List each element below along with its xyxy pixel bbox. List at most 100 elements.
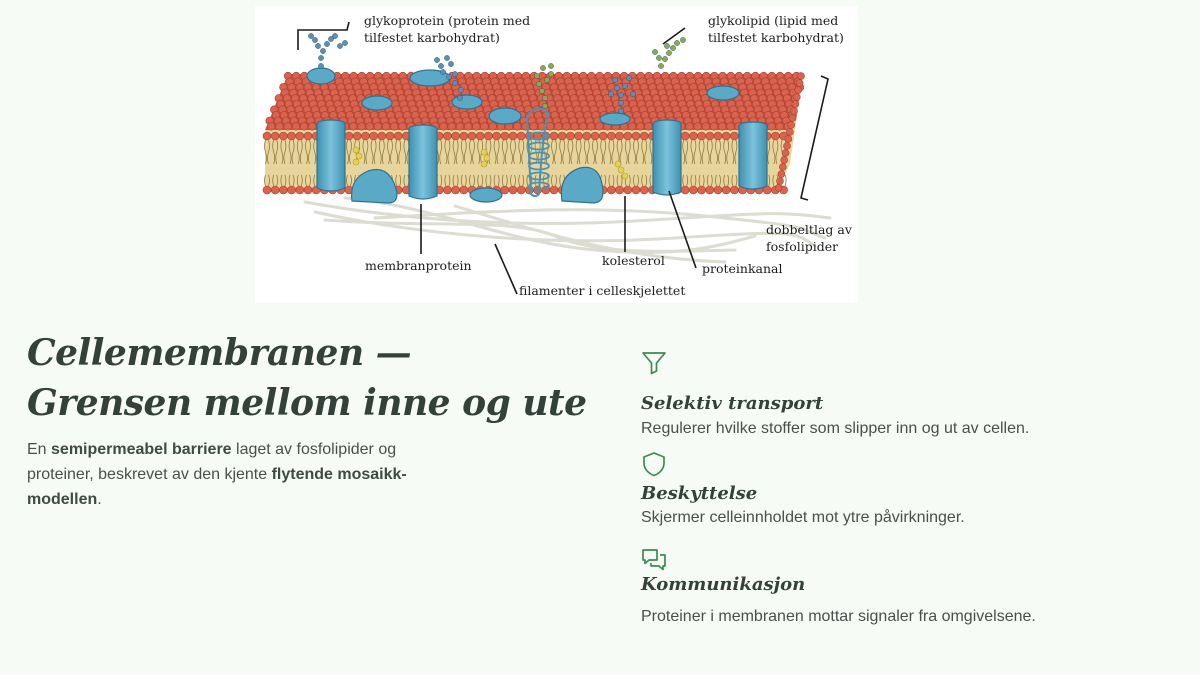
lipid-tail: [370, 139, 377, 187]
lipid-head: [570, 122, 579, 131]
lipid-head: [680, 131, 690, 141]
lipid-tail: [715, 139, 721, 187]
lipid-tail: [518, 139, 525, 187]
lipid-tail: [362, 139, 369, 187]
lipid-head: [721, 131, 731, 141]
lipid-tail: [551, 139, 557, 187]
lipid-tail: [436, 139, 443, 187]
lipid-head: [549, 185, 559, 195]
lipid-head: [795, 79, 804, 87]
lipid-head: [718, 122, 727, 131]
lipid-head: [516, 131, 526, 141]
lipid-head: [459, 131, 469, 141]
lipid-tail: [608, 139, 615, 187]
carbohydrate-bead: [608, 91, 614, 97]
lipid-head: [447, 122, 456, 131]
lipid-head: [639, 185, 649, 195]
lipid-tail: [624, 139, 631, 187]
lipid-head: [500, 131, 510, 141]
lipid-head: [451, 185, 460, 195]
lipid-head: [595, 122, 604, 131]
lipid-tail: [296, 139, 303, 187]
lipid-head: [262, 131, 272, 141]
lipid-head: [295, 131, 305, 141]
carbohydrate-bead: [452, 71, 458, 77]
lipid-head: [701, 122, 711, 131]
carbohydrate-bead: [534, 73, 540, 79]
lipid-head: [352, 131, 362, 141]
lipid-head: [788, 114, 797, 122]
lipid-head: [508, 131, 518, 141]
lipid-head: [349, 122, 358, 131]
lipid-tail: [387, 139, 393, 187]
leader-lines: [297, 21, 829, 295]
lipid-head: [730, 131, 739, 141]
carbohydrate-bead: [318, 63, 324, 69]
lipid-head: [513, 122, 522, 131]
carbohydrate-bead: [614, 85, 620, 91]
cell-membrane-diagram: glykoprotein (protein med tilfestet karb…: [255, 6, 858, 303]
lipid-head: [385, 131, 395, 141]
lipid-head: [279, 131, 288, 141]
lipid-tail: [559, 139, 566, 187]
lipid-head: [270, 131, 280, 141]
lipid-tail: [723, 139, 730, 187]
lipid-head: [382, 122, 391, 131]
lipid-tail: [460, 139, 467, 187]
lipid-head: [546, 122, 555, 131]
carbohydrate-bead: [652, 49, 658, 55]
carbohydrate-bead: [674, 40, 680, 46]
lipid-head: [721, 185, 731, 195]
intro-paragraph: En semipermeabel barriere laget av fosfo…: [27, 437, 457, 512]
lipid-head: [797, 72, 805, 80]
lipid-tail: [575, 139, 582, 187]
label-membrane-protein: membranprotein: [365, 258, 472, 273]
carbohydrate-bead: [618, 108, 624, 114]
lipid-head: [554, 122, 563, 131]
lipid-tail: [600, 139, 607, 187]
lipid-head: [778, 163, 787, 171]
lipid-head: [710, 122, 719, 131]
cytoskeleton-filaments: [303, 196, 832, 264]
lipid-head: [464, 122, 473, 131]
lipid-tail: [567, 139, 574, 187]
lipid-tail: [280, 139, 287, 187]
lipid-head: [774, 184, 783, 192]
lipid-head: [279, 185, 288, 195]
carbohydrate-bead: [548, 71, 554, 77]
label-protein-channel: proteinkanal: [702, 261, 783, 276]
lipid-head: [726, 122, 735, 131]
lipid-head: [283, 122, 292, 131]
lipid-head: [697, 185, 706, 195]
lipid-head: [784, 135, 793, 143]
label-filaments: filamenter i celleskjelettet: [519, 283, 685, 298]
carbohydrate-bead: [670, 45, 676, 51]
lipid-head: [472, 122, 481, 131]
lipid-head: [549, 131, 559, 141]
lipid-tail: [444, 139, 451, 187]
lipid-tail: [403, 139, 410, 187]
carbohydrate-bead: [440, 69, 446, 75]
lipid-head: [443, 131, 452, 141]
carbohydrate-bead: [612, 77, 618, 83]
lipid-tail: [583, 139, 590, 187]
label-bilayer-1: dobbeltlag av: [766, 222, 853, 237]
lipid-head: [344, 131, 354, 141]
lipid-head: [730, 185, 739, 195]
helix-protein: [528, 131, 550, 191]
lipid-head: [705, 185, 715, 195]
chat-icon: [640, 547, 668, 575]
lipid-tail: [493, 139, 500, 187]
lipid-head: [767, 122, 776, 131]
carbohydrate-bead: [664, 43, 670, 49]
lipid-head: [623, 131, 633, 141]
carbohydrate-bead: [540, 65, 546, 71]
lipid-head: [295, 185, 305, 195]
carbohydrate-bead: [337, 43, 343, 49]
lipid-head: [262, 185, 272, 195]
lipid-head: [689, 131, 698, 141]
carbohydrate-bead: [542, 95, 548, 101]
lipid-tail: [690, 139, 697, 187]
lipid-head: [783, 142, 791, 150]
lipid-tail: [452, 139, 459, 187]
